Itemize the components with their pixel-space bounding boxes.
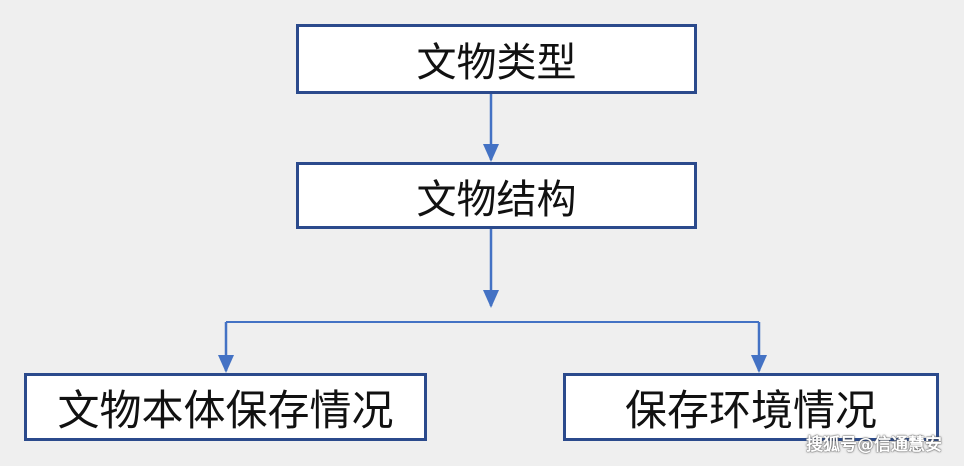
- arrowhead-branch-right: [751, 355, 767, 373]
- arrowhead-branch-left: [218, 355, 234, 373]
- watermark: 搜狐号@信通慧安: [806, 435, 942, 455]
- node-artifact-structure: 文物结构: [296, 162, 697, 229]
- node-artifact-type: 文物类型: [296, 24, 697, 94]
- node-artifact-type-label: 文物类型: [416, 40, 577, 86]
- node-environment-condition-label: 保存环境情况: [624, 385, 877, 435]
- node-artifact-body-condition-label: 文物本体保存情况: [57, 385, 394, 435]
- node-artifact-body-condition: 文物本体保存情况: [24, 373, 427, 441]
- arrowhead-type-to-structure: [483, 144, 499, 162]
- node-artifact-structure-label: 文物结构: [416, 176, 577, 223]
- arrowhead-structure-down: [483, 290, 499, 308]
- node-environment-condition: 保存环境情况: [563, 373, 939, 441]
